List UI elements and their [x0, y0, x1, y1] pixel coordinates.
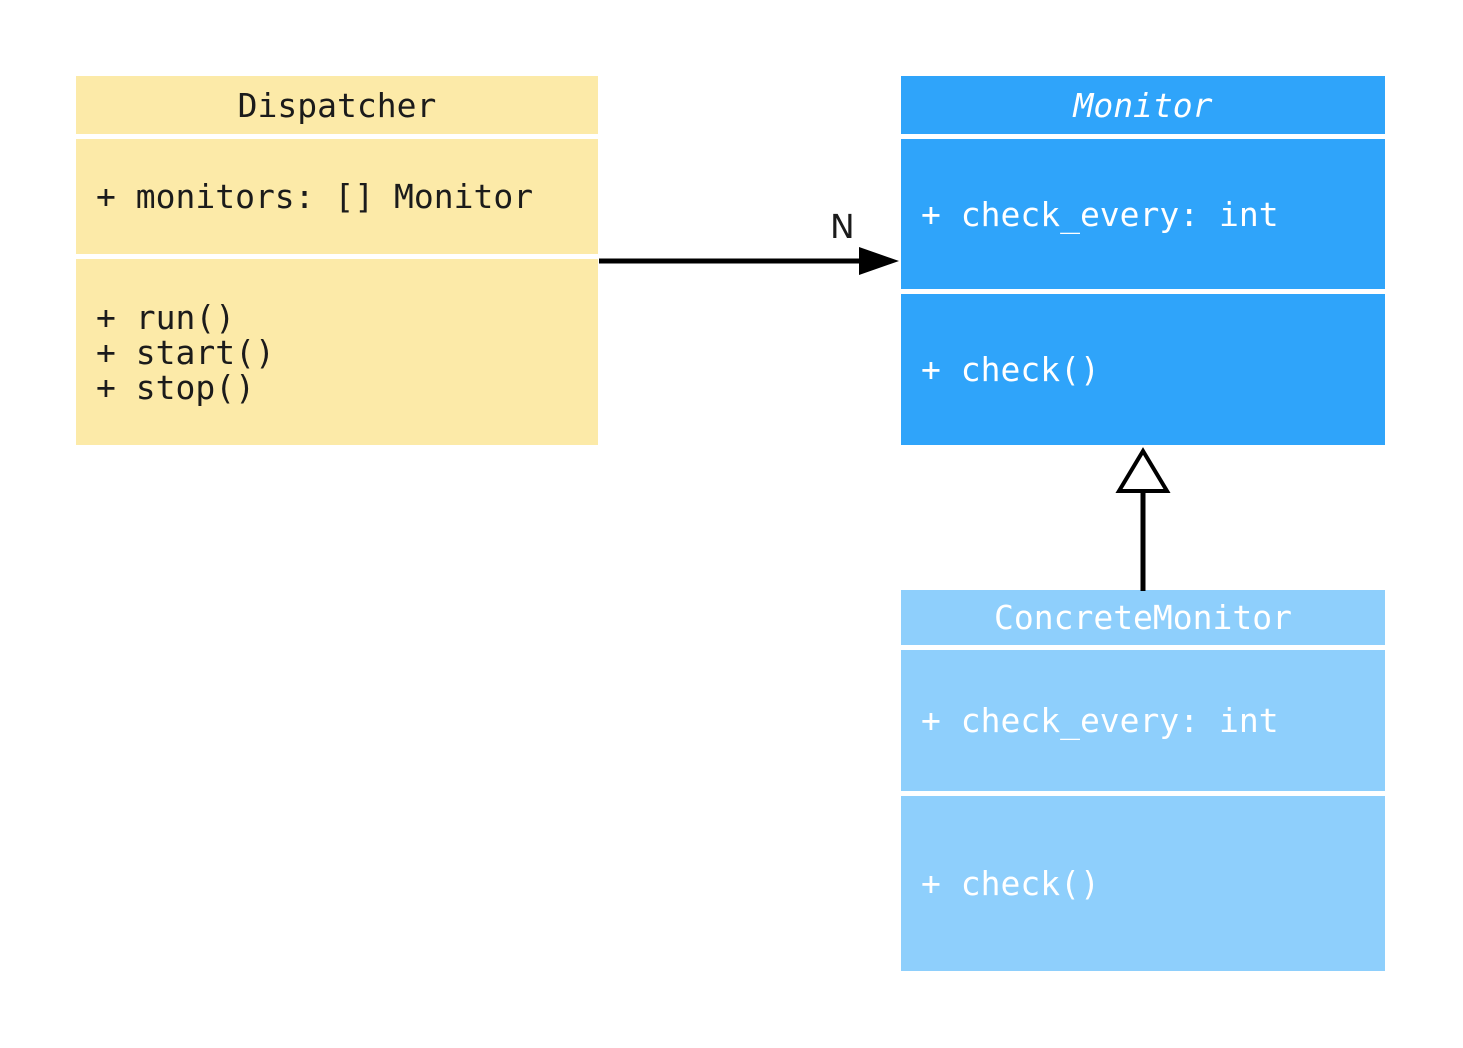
attributes-section: + monitors: [] Monitor	[76, 139, 598, 254]
class-title-section: ConcreteMonitor	[901, 590, 1385, 645]
inheritance-arrow	[1115, 447, 1171, 591]
class-title: Dispatcher	[237, 85, 437, 125]
method-line: + run()	[96, 297, 236, 337]
methods-section: + run() + start() + stop()	[76, 259, 598, 445]
attributes-section: + check_every: int	[901, 139, 1385, 289]
attribute-line: + check_every: int	[921, 701, 1279, 740]
multiplicity-label: N	[830, 207, 855, 246]
methods-section: + check()	[901, 294, 1385, 445]
class-title: ConcreteMonitor	[993, 598, 1292, 637]
attribute-line: + monitors: [] Monitor	[96, 177, 534, 216]
attributes-section: + check_every: int	[901, 650, 1385, 791]
inheritance-triangle-icon	[1115, 447, 1171, 493]
attribute-line: + check_every: int	[921, 194, 1279, 234]
class-title: Monitor	[1073, 85, 1213, 125]
method-line: + stop()	[96, 367, 255, 407]
method-line: + check()	[921, 350, 1100, 389]
class-title-section: Dispatcher	[76, 76, 598, 134]
class-title-section: Monitor	[901, 76, 1385, 134]
class-box-concrete-monitor: ConcreteMonitor + check_every: int + che…	[901, 590, 1385, 971]
methods-section: + check()	[901, 796, 1385, 971]
method-line: + start()	[96, 332, 275, 372]
association-arrowhead-icon	[859, 247, 899, 275]
class-box-monitor: Monitor + check_every: int + check()	[901, 76, 1385, 445]
association-arrow	[599, 247, 899, 275]
method-line: + check()	[921, 864, 1100, 903]
class-box-dispatcher: Dispatcher + monitors: [] Monitor + run(…	[76, 76, 598, 445]
